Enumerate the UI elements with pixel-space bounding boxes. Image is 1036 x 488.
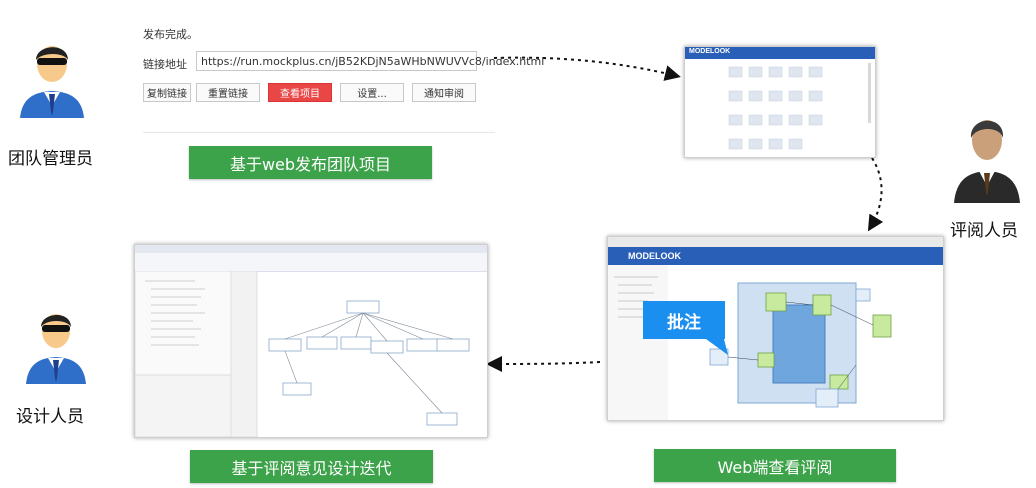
- panel-divider: [143, 132, 495, 133]
- team-manager-label: 团队管理员: [8, 149, 93, 169]
- reviewer-avatar-icon: [954, 120, 1020, 203]
- reviewer-label: 评阅人员: [950, 221, 1018, 241]
- step-publish-label: 基于web发布团队项目: [189, 146, 432, 179]
- designer-label: 设计人员: [16, 407, 84, 427]
- designer-menu-bar: [135, 245, 487, 253]
- model-diagram-view: [608, 265, 892, 420]
- link-address-label: 链接地址: [143, 58, 187, 71]
- arrow-web-to-review: [867, 157, 884, 232]
- settings-button[interactable]: 设置...: [340, 83, 404, 102]
- step-iterate-label: 基于评阅意见设计迭代: [190, 450, 433, 483]
- arrow-publish-to-web: [493, 56, 681, 81]
- web-brand-logo: MODELOOK: [628, 251, 681, 261]
- publish-status-text: 发布完成。: [143, 28, 198, 41]
- web-header-bar: [685, 47, 875, 59]
- arrow-review-to-design: [486, 355, 601, 372]
- designer-workspace: [135, 271, 470, 437]
- web-project-thumbnail: MODELOOK: [684, 46, 876, 158]
- project-page-grid: [728, 63, 871, 150]
- step-view-review-label: Web端查看评阅: [654, 449, 896, 482]
- copy-link-button[interactable]: 复制链接: [143, 83, 191, 102]
- designer-avatar-icon: [26, 314, 86, 384]
- link-url-field[interactable]: https://run.mockplus.cn/jB52KDjN5aWHbNWU…: [196, 51, 544, 71]
- web-brand-logo: MODELOOK: [689, 48, 731, 55]
- web-header-bar: [608, 247, 943, 265]
- callout-pointer-icon: [706, 339, 728, 355]
- notify-review-button[interactable]: 通知审阅: [412, 83, 476, 102]
- annotation-callout: 批注: [643, 301, 725, 339]
- team-manager-avatar-icon: [20, 46, 84, 118]
- view-project-button[interactable]: 查看项目: [268, 83, 332, 102]
- designer-tool-screenshot: [134, 244, 488, 438]
- designer-ribbon: [135, 253, 487, 272]
- reset-link-button[interactable]: 重置链接: [196, 83, 260, 102]
- browser-tab-bar: [608, 237, 943, 247]
